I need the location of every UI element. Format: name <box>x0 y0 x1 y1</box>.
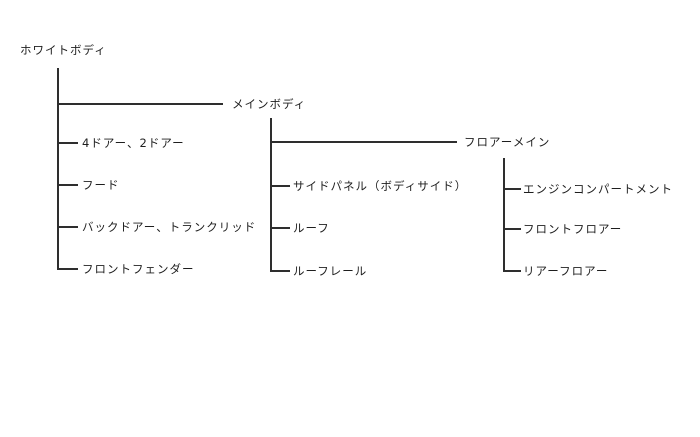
node-engine-compartment: エンジンコンパートメント <box>523 182 673 196</box>
node-hood: フード <box>82 178 120 192</box>
node-4door-2door: 4ドアー、2ドアー <box>82 136 185 150</box>
tick-line-side-panel <box>270 185 290 187</box>
tick-line-backdoor-trunklid <box>57 226 78 228</box>
tick-line-hood <box>57 184 78 186</box>
tick-line-rear-floor <box>503 270 521 272</box>
tick-line-roof-rail <box>270 270 290 272</box>
node-main-body: メインボディ <box>232 97 307 111</box>
node-floor-main: フロアーメイン <box>464 135 551 149</box>
node-roof-rail: ルーフレール <box>293 264 368 278</box>
trunk-line-floor-main <box>503 158 505 272</box>
node-front-floor: フロントフロアー <box>523 222 623 236</box>
trunk-line-main-body <box>270 118 272 272</box>
tick-line-front-fender <box>57 268 78 270</box>
tick-line-engine-compartment <box>503 188 521 190</box>
tick-line-roof <box>270 227 290 229</box>
node-front-fender: フロントフェンダー <box>82 262 195 276</box>
trunk-line-white-body <box>57 68 59 270</box>
node-backdoor-trunklid: バックドアー、トランクリッド <box>82 220 257 234</box>
tick-line-front-floor <box>503 228 521 230</box>
node-white-body: ホワイトボディ <box>20 43 107 57</box>
node-rear-floor: リアーフロアー <box>523 264 609 278</box>
node-side-panel: サイドパネル（ボディサイド） <box>293 179 468 193</box>
node-roof: ルーフ <box>293 221 330 235</box>
branch-line-main-body <box>57 103 223 105</box>
branch-line-floor-main <box>270 141 457 143</box>
tick-line-4door-2door <box>57 142 78 144</box>
